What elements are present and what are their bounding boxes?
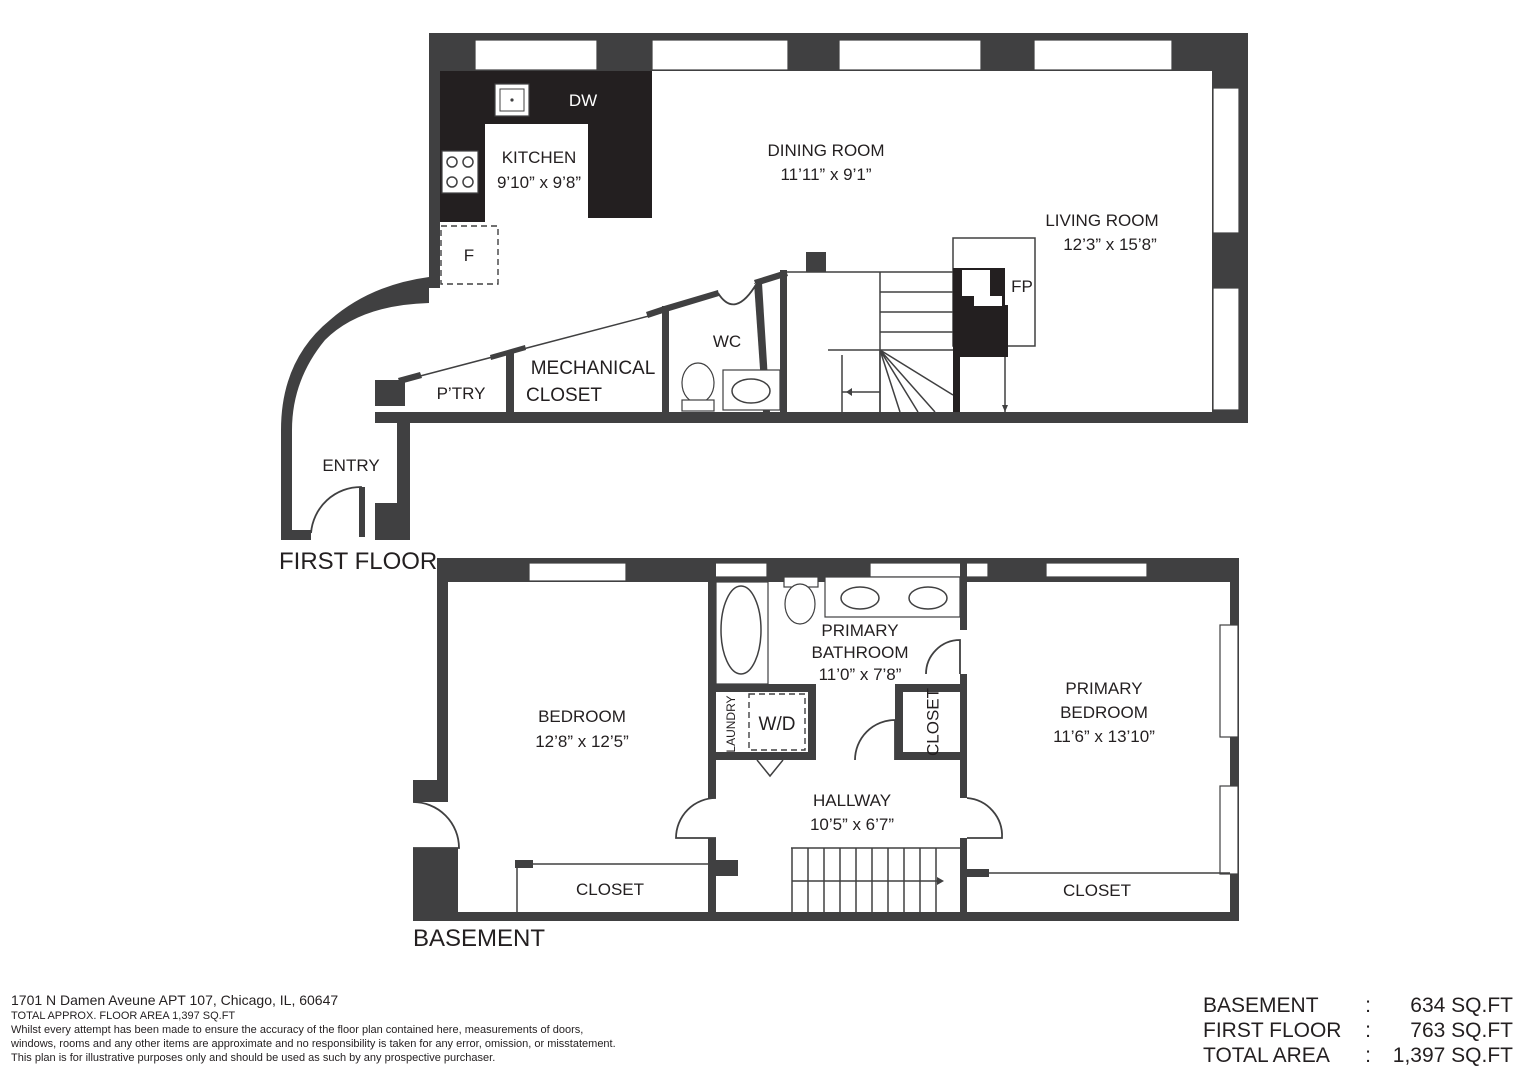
bedroom-dims: 12’8” x 12’5” <box>535 732 629 751</box>
mechanical-closet-line1: MECHANICAL <box>531 358 656 379</box>
wc-label: WC <box>713 332 741 351</box>
bathroom-door <box>925 639 961 675</box>
address: 1701 N Damen Aveune APT 107, Chicago, IL… <box>11 992 339 1008</box>
closet-vertical-label: CLOSET <box>923 688 942 756</box>
window <box>1219 785 1239 875</box>
area-label: BASEMENT <box>1203 994 1319 1017</box>
area-separator: : <box>1365 1044 1371 1067</box>
toilet-icon <box>681 362 715 404</box>
footer-info: 1701 N Damen Aveune APT 107, Chicago, IL… <box>11 992 711 1065</box>
area-value: 1,397 SQ.FT <box>1392 1044 1513 1067</box>
window <box>528 562 627 582</box>
primary-bedroom-dims: 11’6” x 13’10” <box>1053 727 1155 746</box>
mechanical-closet-line2: CLOSET <box>526 385 602 406</box>
floor-plan: DW KITCHEN 9’10” x 9’8” F DINING ROOM 11… <box>279 33 1248 952</box>
toilet-icon <box>784 583 816 625</box>
disclaimer-line: windows, rooms and any other items are a… <box>11 1038 616 1050</box>
bedroom-name: BEDROOM <box>538 707 626 726</box>
curved-wall <box>281 277 429 533</box>
primary-bedroom-line1: PRIMARY <box>1065 679 1142 698</box>
first-floor-label: FIRST FLOOR <box>279 548 437 575</box>
living-room-name: LIVING ROOM <box>1045 211 1158 230</box>
vanity-icon <box>824 576 961 618</box>
disclaimer-line: This plan is for illustrative purposes o… <box>11 1052 496 1064</box>
window <box>1212 87 1240 234</box>
area-label: FIRST FLOOR <box>1203 1019 1342 1042</box>
fridge-label: F <box>464 246 474 265</box>
washer-dryer-label: W/D <box>759 714 796 735</box>
window <box>838 39 982 71</box>
wc-door <box>717 282 758 306</box>
closet-left-label: CLOSET <box>576 880 644 899</box>
area-separator: : <box>1365 1019 1371 1042</box>
first-floor-plan <box>281 33 1248 540</box>
basement-label: BASEMENT <box>413 925 545 952</box>
primary-bathroom-dims: 11’0” x 7’8” <box>819 665 902 684</box>
window <box>1033 39 1173 71</box>
staircase <box>842 291 954 413</box>
primary-bathroom-line2: BATHROOM <box>812 643 909 662</box>
area-row: FIRST FLOOR : 763 SQ.FT <box>1203 1018 1513 1043</box>
window <box>1212 287 1240 411</box>
kitchen-name: KITCHEN <box>502 148 577 167</box>
fridge <box>440 225 499 285</box>
window <box>1045 562 1148 578</box>
entry-label: ENTRY <box>322 456 379 475</box>
dining-room-dims: 11’11” x 9’1” <box>780 165 871 184</box>
window <box>474 39 598 71</box>
laundry-label: LAUNDRY <box>724 695 738 752</box>
area-separator: : <box>1365 994 1371 1017</box>
entry-door <box>310 486 362 534</box>
fireplace-label: FP <box>1011 277 1033 296</box>
disclaimer-line: Whilst every attempt has been made to en… <box>11 1024 584 1036</box>
living-room-dims: 12’3” x 15’8” <box>1063 235 1157 254</box>
primary-bathroom-line1: PRIMARY <box>821 621 898 640</box>
basement-staircase <box>791 847 960 912</box>
closet-door <box>854 719 896 761</box>
bathtub-icon <box>715 581 769 685</box>
window <box>1219 624 1239 738</box>
area-row: TOTAL AREA : 1,397 SQ.FT <box>1203 1043 1513 1068</box>
stove-icon <box>441 150 479 194</box>
hallway-name: HALLWAY <box>813 791 891 810</box>
window <box>714 562 768 578</box>
area-row: BASEMENT : 634 SQ.FT <box>1203 993 1513 1018</box>
area-value: 763 SQ.FT <box>1410 1019 1513 1042</box>
closet-right-label: CLOSET <box>1063 881 1131 900</box>
pantry-label: P’TRY <box>437 384 486 403</box>
primary-bedroom-line2: BEDROOM <box>1060 703 1148 722</box>
area-value: 634 SQ.FT <box>1410 994 1513 1017</box>
total-area-note: TOTAL APPROX. FLOOR AREA 1,397 SQ.FT <box>11 1010 236 1022</box>
window <box>869 562 989 578</box>
hallway-door-right <box>966 797 1003 839</box>
hallway-dims: 10’5” x 6’7” <box>810 815 894 834</box>
washer-dryer <box>748 693 806 751</box>
hallway-door-left <box>675 797 717 839</box>
kitchen-counter <box>440 71 652 222</box>
basement-plan <box>412 558 1239 921</box>
bedroom-door <box>412 801 460 849</box>
area-label: TOTAL AREA <box>1203 1044 1330 1067</box>
dishwasher-label: DW <box>569 91 597 110</box>
kitchen-dims: 9’10” x 9’8” <box>497 173 581 192</box>
area-summary: BASEMENT : 634 SQ.FT FIRST FLOOR : 763 S… <box>1203 993 1513 1068</box>
window <box>651 39 789 71</box>
dining-room-name: DINING ROOM <box>767 141 884 160</box>
